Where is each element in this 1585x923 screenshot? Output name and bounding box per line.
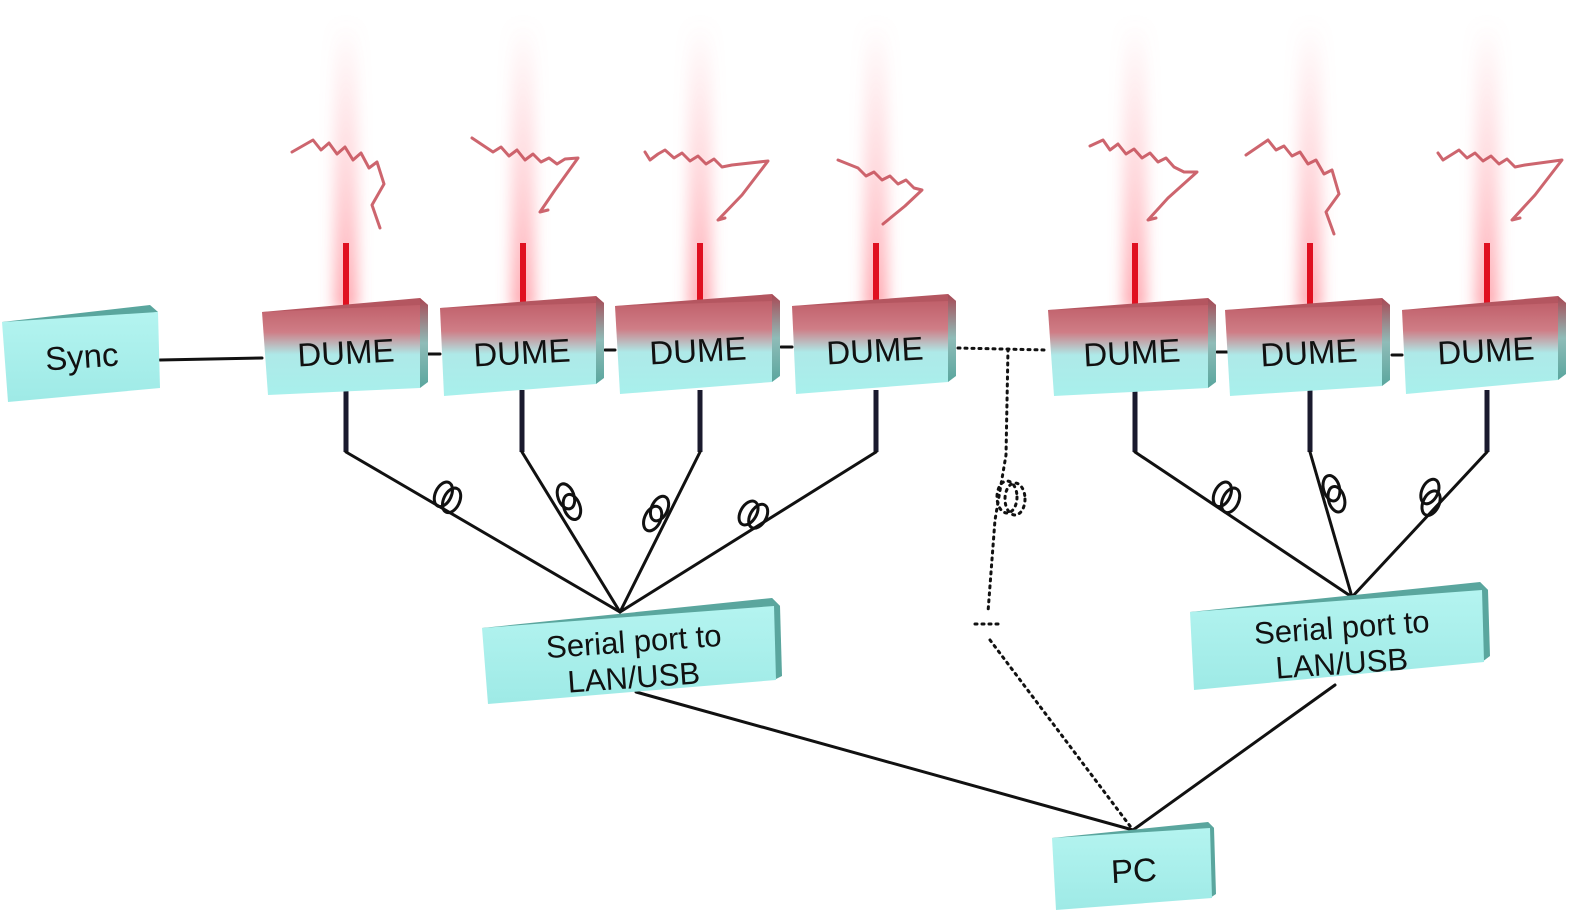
- wave-3: [643, 148, 770, 222]
- wave-5: [1088, 138, 1199, 222]
- coil-6: [1211, 480, 1242, 515]
- dume-box-7: DUME: [1402, 296, 1566, 394]
- serial-left-face: [482, 606, 776, 704]
- sync-wire: [158, 356, 264, 362]
- wave-7: [1436, 148, 1564, 222]
- dume-7-face: [1402, 303, 1558, 394]
- wave-4: [836, 158, 924, 226]
- dume-6-label: DUME: [1259, 331, 1358, 373]
- cable-coils: [432, 473, 1442, 533]
- laser-glows: [334, 20, 1499, 310]
- fan-left-1: [344, 450, 622, 614]
- serial-box-left: Serial port to LAN/USB: [482, 598, 782, 704]
- serial-left-to-pc: [634, 690, 1135, 832]
- wave-6: [1244, 138, 1341, 236]
- dume-4-side: [948, 294, 956, 382]
- coil-2: [555, 482, 583, 521]
- dume-5-side: [1208, 298, 1216, 388]
- fan-right-3: [1350, 450, 1489, 599]
- wave-1: [290, 138, 386, 230]
- fan-right-1: [1133, 450, 1354, 599]
- coil-3: [642, 494, 671, 533]
- fan-left-4: [618, 450, 878, 614]
- fan-right-2: [1308, 450, 1354, 599]
- dume-3-label: DUME: [648, 329, 747, 371]
- dume-1-face: [262, 305, 420, 395]
- dume-6-side: [1382, 298, 1390, 386]
- dume-box-1: DUME: [262, 298, 428, 395]
- dume-5-label: DUME: [1082, 331, 1181, 373]
- serial-right-face: [1190, 590, 1484, 690]
- pc-box: PC: [1052, 822, 1216, 910]
- sync-box-face: [2, 312, 160, 402]
- fan-left-3: [618, 450, 702, 614]
- fan-left-2: [520, 450, 622, 614]
- dotted-to-pc: [988, 638, 1135, 832]
- dume-2-label: DUME: [472, 331, 571, 373]
- dume-2-face: [440, 303, 596, 396]
- dume-3-side: [772, 294, 780, 382]
- dume-7-side: [1558, 296, 1566, 380]
- dume-1-label: DUME: [296, 331, 395, 373]
- dume-3-face: [615, 301, 772, 394]
- coil-8: [1419, 477, 1442, 517]
- dume-7-label: DUME: [1436, 329, 1535, 371]
- dume-box-5: DUME: [1048, 298, 1216, 396]
- laser-emitters: [343, 243, 1490, 308]
- connections: [158, 345, 1490, 832]
- dotted-chain: [956, 346, 1048, 352]
- dume-2-side: [596, 296, 604, 384]
- dotted-branch: [986, 347, 1010, 614]
- serial-right-to-pc: [1131, 683, 1337, 832]
- signal-waves: [290, 136, 1564, 236]
- sync-box: Sync: [2, 305, 160, 402]
- coil-7: [1321, 473, 1347, 514]
- dume-box-6: DUME: [1225, 298, 1390, 396]
- pc-label: PC: [1110, 851, 1158, 890]
- coil-4: [737, 499, 770, 530]
- coil-1: [432, 480, 463, 515]
- coil-5-dotted: [995, 479, 1027, 517]
- sync-label: Sync: [44, 335, 120, 377]
- pc-box-face: [1052, 828, 1212, 910]
- wave-2: [470, 136, 580, 214]
- serial-box-right: Serial port to LAN/USB: [1190, 582, 1490, 690]
- dume-6-face: [1225, 305, 1382, 396]
- dume-box-4: DUME: [792, 294, 956, 394]
- dume-1-side: [420, 298, 428, 388]
- dume-4-face: [792, 301, 948, 394]
- dume-box-3: DUME: [615, 294, 780, 394]
- dume-4-label: DUME: [825, 329, 924, 371]
- dume-box-2: DUME: [440, 296, 604, 396]
- dume-5-face: [1048, 305, 1208, 396]
